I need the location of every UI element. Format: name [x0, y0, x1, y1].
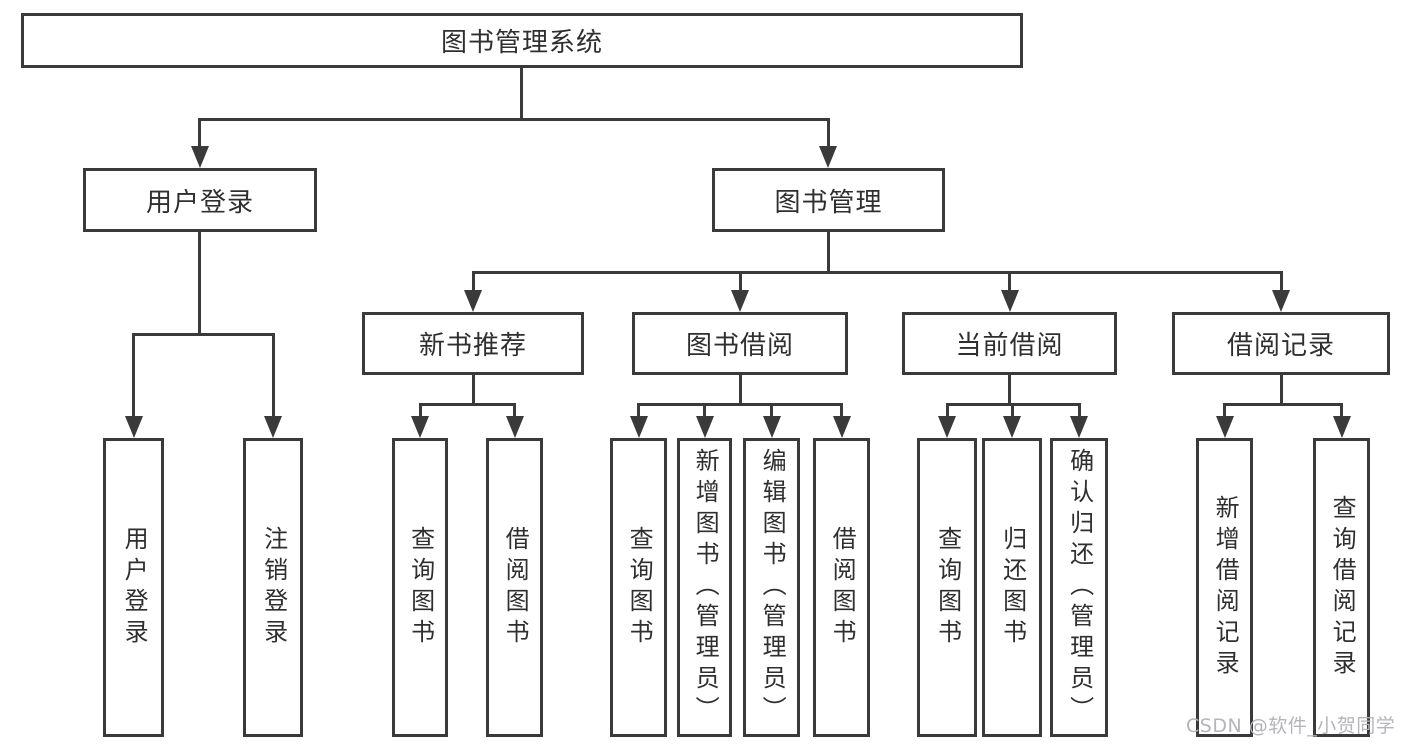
leaf-add-books-admin: 新增图书（管理员）: [677, 438, 732, 737]
node-label: 图书管理: [774, 187, 883, 218]
connector-root-bar: [198, 118, 830, 121]
leaf-label: 确认归还（管理员）: [1065, 448, 1094, 727]
connector-bar: [637, 403, 843, 406]
leaf-label: 查询借阅记录: [1328, 494, 1357, 681]
leaf-label: 新增借阅记录: [1211, 494, 1240, 681]
connector-book-mgmt-stem: [826, 232, 830, 274]
arrow-down-icon: [264, 335, 282, 438]
node-book-borrowing: 图书借阅: [632, 312, 848, 375]
leaf-label: 归还图书: [998, 525, 1027, 650]
connector-stem: [1279, 375, 1283, 406]
arrow-down-icon: [938, 405, 956, 438]
arrow-down-icon: [1215, 405, 1234, 438]
node-label: 新书推荐: [418, 331, 527, 361]
leaf-logout-login: 注销登录: [243, 438, 303, 737]
arrow-down-icon: [411, 405, 429, 438]
arrow-down-icon: [1272, 273, 1290, 312]
arrow-down-icon: [832, 405, 851, 438]
leaf-label: 新增图书（管理员）: [691, 448, 720, 727]
arrow-down-icon: [762, 405, 781, 438]
connector-bar: [418, 403, 516, 406]
arrow-down-icon: [190, 120, 209, 168]
leaf-add-borrow-record: 新增借阅记录: [1196, 438, 1253, 737]
connector-stem: [738, 375, 742, 406]
leaf-label: 用户登录: [120, 525, 149, 650]
leaf-label: 查询图书: [625, 525, 654, 650]
leaf-query-books: 查询图书: [392, 438, 448, 737]
node-label: 用户登录: [145, 187, 254, 218]
node-current-borrowing: 当前借阅: [902, 312, 1117, 375]
node-user-login: 用户登录: [83, 168, 317, 232]
node-book-management: 图书管理: [712, 168, 945, 232]
node-label: 当前借阅: [955, 331, 1064, 361]
arrow-down-icon: [1070, 405, 1088, 438]
connector-root-stem: [520, 68, 523, 121]
leaf-query-books: 查询图书: [917, 438, 977, 737]
leaf-label: 借阅图书: [828, 525, 857, 650]
leaf-confirm-return-admin: 确认归还（管理员）: [1050, 438, 1108, 737]
csdn-watermark: CSDN @软件_小贺同学: [1186, 715, 1396, 737]
leaf-label: 查询图书: [406, 525, 435, 650]
arrow-down-icon: [1332, 405, 1351, 438]
node-borrowing-records: 借阅记录: [1172, 312, 1390, 375]
leaf-return-books: 归还图书: [982, 438, 1042, 737]
connector-stem: [1008, 375, 1011, 406]
arrow-down-icon: [1000, 273, 1019, 312]
leaf-label: 查询图书: [933, 525, 962, 650]
connector-book-mgmt-bar: [471, 271, 1283, 274]
arrow-down-icon: [819, 120, 837, 168]
leaf-query-books: 查询图书: [610, 438, 667, 737]
connector-bar: [945, 403, 1081, 406]
leaf-borrow-books: 借阅图书: [486, 438, 543, 737]
connector-user-login-bar: [132, 333, 275, 336]
connector-user-login-stem: [198, 232, 201, 336]
arrow-down-icon: [1003, 405, 1021, 438]
node-library-management-system: 图书管理系统: [21, 13, 1023, 68]
leaf-label: 注销登录: [259, 525, 288, 650]
connector-bar: [1223, 403, 1343, 406]
leaf-query-borrow-record: 查询借阅记录: [1313, 438, 1370, 737]
arrow-down-icon: [464, 273, 482, 312]
arrow-down-icon: [695, 405, 714, 438]
arrow-down-icon: [505, 405, 524, 438]
node-label: 图书管理系统: [440, 28, 603, 58]
leaf-borrow-books: 借阅图书: [813, 438, 870, 737]
node-label: 借阅记录: [1226, 331, 1335, 361]
arrow-down-icon: [124, 335, 143, 438]
node-new-book-recommend: 新书推荐: [362, 312, 584, 375]
arrow-down-icon: [731, 273, 749, 312]
leaf-edit-books-admin: 编辑图书（管理员）: [743, 438, 800, 737]
connector-stem: [471, 375, 475, 406]
leaf-user-login: 用户登录: [103, 438, 164, 737]
node-label: 图书借阅: [685, 331, 794, 361]
leaf-label: 借阅图书: [501, 525, 530, 650]
leaf-label: 编辑图书（管理员）: [758, 448, 787, 727]
arrow-down-icon: [629, 405, 648, 438]
